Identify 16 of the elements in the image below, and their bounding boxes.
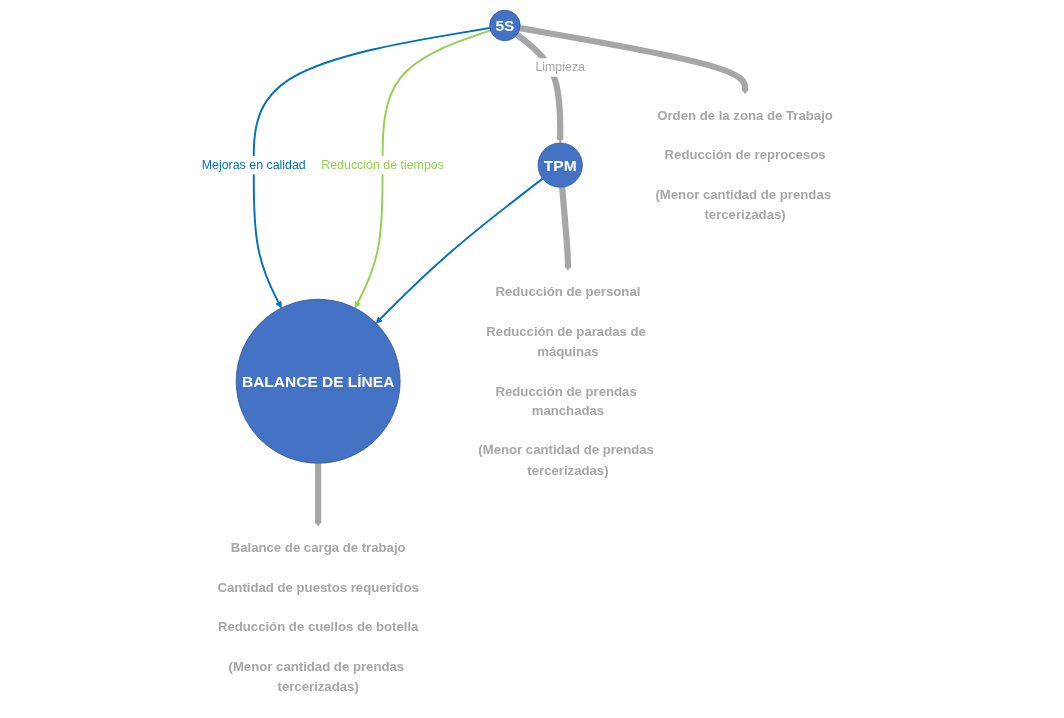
node-text: Reducción de personal Reducción de paradas de máquinas Reducción de prendas manchadas (Menor cantidad de prendas tercerizadas) — [478, 284, 655, 478]
node-circle: 5S — [489, 9, 521, 42]
node-circle: BALANCE DE LÍNEA — [236, 298, 401, 464]
arrow — [515, 32, 564, 144]
edge-label: Mejoras en calidad — [202, 158, 307, 172]
node-text: Orden de la zona de Trabajo Reducción de reprocesos (Menor cantidad de prendas tercerizadas) — [655, 108, 834, 222]
arrow — [559, 186, 572, 272]
node-circle: TPM — [538, 142, 584, 188]
arrow — [253, 27, 492, 309]
edge-label: Limpieza — [535, 60, 586, 74]
arrow — [315, 463, 322, 527]
arrow — [355, 29, 492, 309]
arrow — [519, 25, 749, 95]
edge-label: Reducción de tiempos — [321, 158, 445, 172]
node-text: Balance de carga de trabajo Cantidad de puestos requeridos Reducción de cuellos de botella (Menor cantidad de prendas tercerizadas) — [217, 540, 420, 694]
arrow — [376, 177, 544, 324]
